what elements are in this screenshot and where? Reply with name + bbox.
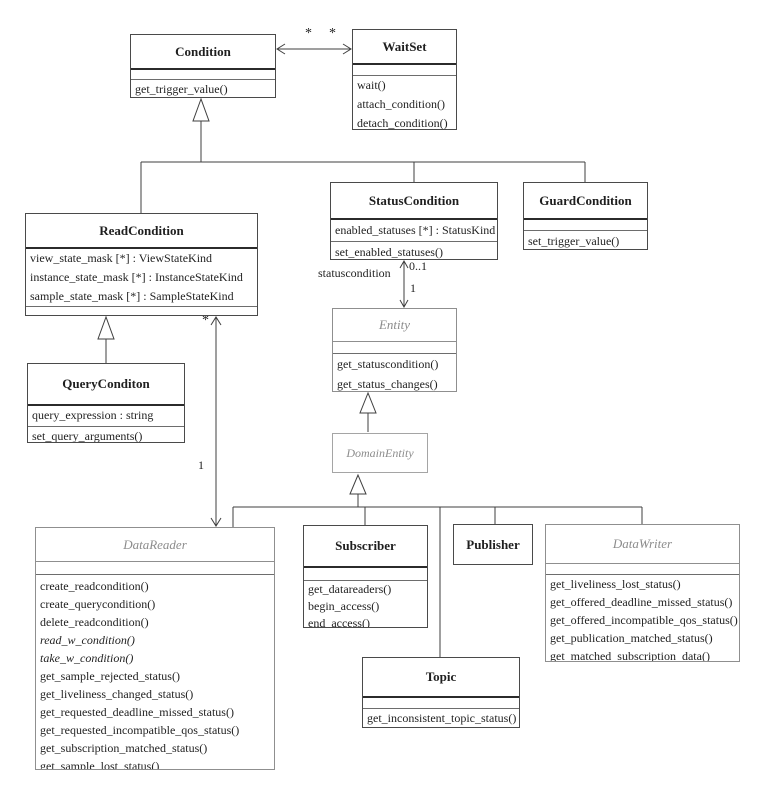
operations-compartment: get_trigger_value() (131, 80, 275, 97)
operation: get_requested_incompatible_qos_status() (40, 723, 240, 737)
edge-domainentity-generalization-bus (232, 473, 643, 657)
class-querycondition: QueryConditon query_expression : string … (27, 363, 185, 443)
class-title: DomainEntity (346, 445, 414, 460)
operation: get_inconsistent_topic_status() (367, 711, 517, 725)
multiplicity-label: 1 (410, 281, 416, 295)
class-topic: Topic get_inconsistent_topic_status() (362, 657, 520, 728)
attribute: query_expression : string (32, 408, 154, 422)
operation: get_liveliness_changed_status() (40, 687, 194, 701)
operation: end_access() (308, 616, 370, 627)
operation: get_subscription_matched_status() (40, 741, 208, 755)
operation: get_liveliness_lost_status() (550, 577, 681, 591)
class-title: ReadCondition (26, 214, 257, 249)
attributes-compartment: view_state_mask [*] : ViewStateKind inst… (26, 249, 257, 307)
class-title: StatusCondition (331, 183, 497, 220)
class-title: Condition (131, 35, 275, 70)
operations-compartment: set_query_arguments() (28, 427, 184, 442)
attributes-compartment: query_expression : string (28, 406, 184, 427)
class-title: GuardCondition (524, 183, 647, 220)
operation: set_trigger_value() (528, 234, 620, 248)
operation: get_offered_incompatible_qos_status() (550, 613, 738, 627)
class-publisher: Publisher (453, 524, 533, 565)
multiplicity-label: 0..1 (409, 259, 427, 273)
operation: get_matched_subscription_data() (550, 649, 710, 661)
edge-statuscondition-entity (399, 259, 409, 309)
attribute: sample_state_mask [*] : SampleStateKind (30, 289, 234, 303)
edge-querycondition-readcondition (97, 315, 115, 363)
attributes-compartment (36, 562, 274, 575)
operation: take_w_condition() (40, 651, 134, 665)
operations-compartment: get_inconsistent_topic_status() (363, 709, 519, 727)
class-entity: Entity get_statuscondition() get_status_… (332, 308, 457, 392)
multiplicity-label: * (329, 26, 336, 41)
class-title: Topic (363, 658, 519, 698)
attributes-compartment (546, 564, 739, 575)
edge-domainentity-entity (359, 391, 377, 432)
class-title: DataReader (36, 528, 274, 562)
class-waitset: WaitSet wait() attach_condition() detach… (352, 29, 457, 130)
operation: get_requested_deadline_missed_status() (40, 705, 234, 719)
attributes-compartment: enabled_statuses [*] : StatusKind (331, 220, 497, 242)
attributes-compartment (353, 65, 456, 76)
operations-compartment: wait() attach_condition() detach_conditi… (353, 76, 456, 129)
operation: get_sample_rejected_status() (40, 669, 180, 683)
operation: begin_access() (308, 599, 380, 613)
operation: get_statuscondition() (337, 357, 439, 371)
operations-compartment (26, 307, 257, 315)
role-label: statuscondition (318, 266, 391, 280)
class-title: Entity (333, 309, 456, 342)
attribute: instance_state_mask [*] : InstanceStateK… (30, 270, 243, 284)
class-statuscondition: StatusCondition enabled_statuses [*] : S… (330, 182, 498, 260)
operation: set_query_arguments() (32, 429, 143, 442)
operations-compartment: get_liveliness_lost_status() get_offered… (546, 575, 739, 661)
attribute: enabled_statuses [*] : StatusKind (335, 223, 496, 237)
operations-compartment: get_statuscondition() get_status_changes… (333, 354, 456, 391)
multiplicity-label: * (202, 313, 209, 328)
multiplicity-label: * (305, 26, 312, 41)
operation: attach_condition() (357, 97, 445, 111)
operation: wait() (357, 78, 386, 92)
operation: create_readcondition() (40, 579, 149, 593)
attributes-compartment (363, 698, 519, 709)
edge-condition-generalization-tree (140, 97, 586, 213)
operation: read_w_condition() (40, 633, 135, 647)
class-title: Publisher (466, 536, 520, 552)
operation: get_trigger_value() (135, 82, 228, 96)
operation: get_sample_lost_status() (40, 759, 160, 769)
operation: get_publication_matched_status() (550, 631, 713, 645)
class-domainentity: DomainEntity (332, 433, 428, 473)
operations-compartment: get_datareaders() begin_access() end_acc… (304, 581, 427, 627)
operations-compartment: set_trigger_value() (524, 231, 647, 249)
class-title: WaitSet (353, 30, 456, 65)
attributes-compartment (304, 568, 427, 581)
operation: delete_readcondition() (40, 615, 149, 629)
class-title: QueryConditon (28, 364, 184, 406)
attribute: view_state_mask [*] : ViewStateKind (30, 251, 213, 265)
operations-compartment: set_enabled_statuses() (331, 242, 497, 259)
edge-condition-waitset (276, 43, 352, 55)
class-condition: Condition get_trigger_value() (130, 34, 276, 98)
class-title: Subscriber (304, 526, 427, 568)
class-subscriber: Subscriber get_datareaders() begin_acces… (303, 525, 428, 628)
attributes-compartment (524, 220, 647, 231)
class-datareader: DataReader create_readcondition() create… (35, 527, 275, 770)
operation: create_querycondition() (40, 597, 156, 611)
operation: get_datareaders() (308, 582, 392, 596)
attributes-compartment (131, 70, 275, 80)
edge-readcondition-datareader (210, 316, 222, 527)
class-datawriter: DataWriter get_liveliness_lost_status() … (545, 524, 740, 662)
class-guardcondition: GuardCondition set_trigger_value() (523, 182, 648, 250)
attributes-compartment (333, 342, 456, 354)
operation: detach_condition() (357, 116, 448, 129)
operation: set_enabled_statuses() (335, 245, 443, 259)
class-readcondition: ReadCondition view_state_mask [*] : View… (25, 213, 258, 316)
multiplicity-label: 1 (198, 458, 204, 472)
operation: get_status_changes() (337, 377, 438, 391)
operations-compartment: create_readcondition() create_querycondi… (36, 575, 274, 769)
class-title: DataWriter (546, 525, 739, 564)
operation: get_offered_deadline_missed_status() (550, 595, 733, 609)
